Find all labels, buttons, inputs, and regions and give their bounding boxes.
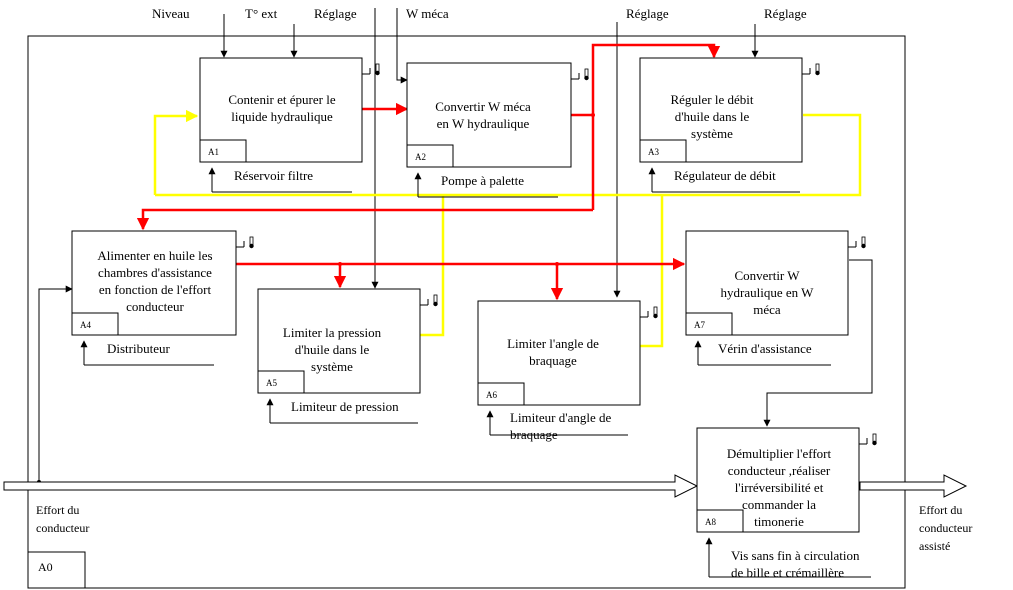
activity-label: commander la (742, 497, 816, 512)
activity-code-box (406, 144, 454, 168)
activity-box (406, 62, 572, 168)
activity-code: A3 (648, 147, 659, 157)
mechanism-label: Vis sans fin à circulation (731, 548, 860, 563)
thermometer-icon (640, 306, 658, 319)
activity-code-box (71, 312, 119, 336)
activity-code: A5 (266, 378, 277, 388)
context-code: A0 (38, 560, 53, 574)
activity-label: d'huile dans le (295, 342, 370, 357)
activity-a8: A8 Démultiplier l'effort conducteur ,réali… (696, 427, 877, 580)
activity-code: A8 (705, 517, 716, 527)
context-frame (27, 35, 906, 589)
effort-in-label-2: conducteur (36, 521, 89, 535)
activity-label: Réguler le débit (670, 92, 753, 107)
mechanism-label: Limiteur de pression (291, 399, 399, 414)
activity-box (71, 230, 237, 336)
thermometer-icon (236, 236, 254, 249)
mechanism-label: Pompe à palette (441, 173, 524, 188)
activity-code: A1 (208, 147, 219, 157)
activity-code: A2 (415, 152, 426, 162)
activity-box (696, 427, 860, 533)
yellow-flows (153, 109, 862, 348)
activity-label: hydraulique en W (721, 285, 815, 300)
activity-code-box (639, 139, 687, 163)
context-code-box (27, 551, 86, 589)
input-t-ext: T° ext (245, 6, 278, 21)
mechanism-label: Réservoir filtre (234, 168, 313, 183)
activity-code: A7 (694, 320, 705, 330)
thermometer-icon (362, 63, 380, 76)
thermometer-icon (420, 294, 438, 307)
activity-box (199, 57, 363, 163)
mechanism-label: Limiteur d'angle de (510, 410, 611, 425)
activity-label: méca (753, 302, 781, 317)
activity-a4: A4 Alimenter en huile les chambres d'assis… (71, 230, 254, 366)
activity-label: Contenir et épurer le (228, 92, 335, 107)
input-reglage-2: Réglage (626, 6, 669, 21)
mechanism-label: Vérin d'assistance (718, 341, 812, 356)
activity-label: liquide hydraulique (231, 109, 333, 124)
input-reglage-1: Réglage (314, 6, 357, 21)
activity-label: en fonction de l'effort (99, 282, 212, 297)
activity-code: A6 (486, 390, 497, 400)
activity-a2: A2 Convertir W méca en W hydrauliquePompe … (406, 62, 589, 198)
activity-box (477, 300, 641, 406)
thermometer-icon (848, 236, 866, 249)
thermometer-icon (802, 63, 820, 76)
thermometer-icon (571, 68, 589, 81)
activity-label: l'irréversibilité et (735, 480, 824, 495)
effort-out-label-2: conducteur (919, 521, 972, 535)
activity-a5: A5 Limiter la pression d'huile dans le syst… (257, 288, 438, 424)
activity-code-box (696, 509, 744, 533)
activity-label: Convertir W (734, 268, 800, 283)
activity-label: timonerie (754, 514, 804, 529)
activity-code-box (199, 139, 247, 163)
activity-label: conducteur ,réaliser (728, 463, 831, 478)
thermometer-icon (859, 433, 877, 446)
activity-label: Alimenter en huile les (97, 248, 212, 263)
activity-label: chambres d'assistance (98, 265, 212, 280)
activity-box (639, 57, 803, 163)
activity-label: Convertir W méca (435, 99, 531, 114)
activity-label: d'huile dans le (675, 109, 750, 124)
activity-label: Limiter l'angle de (507, 336, 599, 351)
activity-label: Démultiplier l'effort (727, 446, 832, 461)
activity-box (685, 230, 849, 336)
activity-label: en W hydraulique (437, 116, 530, 131)
input-w-meca: W méca (406, 6, 449, 21)
activity-boxes: A1 Contenir et épurer le liquide hydrauliq… (71, 57, 877, 580)
activity-label: braquage (529, 353, 577, 368)
mechanism-label: Distributeur (107, 341, 170, 356)
effort-arrow (3, 474, 968, 498)
effort-out-label-1: Effort du (919, 503, 962, 517)
activity-label: système (311, 359, 353, 374)
mechanism-label: Régulateur de débit (674, 168, 776, 183)
control-arrows (38, 8, 873, 482)
effort-out-label-3: assisté (919, 539, 950, 553)
activity-code: A4 (80, 320, 91, 330)
activity-code-box (685, 312, 733, 336)
activity-code-box (257, 370, 305, 394)
mechanism-label: de bille et crémaillère (731, 565, 844, 580)
input-niveau: Niveau (152, 6, 190, 21)
mechanism-label: braquage (510, 427, 558, 442)
effort-in-label-1: Effort du (36, 503, 79, 517)
activity-label: Limiter la pression (283, 325, 382, 340)
activity-a1: A1 Contenir et épurer le liquide hydrauliq… (199, 57, 380, 193)
activity-box (257, 288, 421, 394)
activity-a3: A3 Réguler le débit d'huile dans le système… (639, 57, 820, 193)
activity-label: conducteur (126, 299, 184, 314)
input-reglage-3: Réglage (764, 6, 807, 21)
activity-code-box (477, 382, 525, 406)
activity-label: système (691, 126, 733, 141)
red-flows (136, 43, 721, 301)
